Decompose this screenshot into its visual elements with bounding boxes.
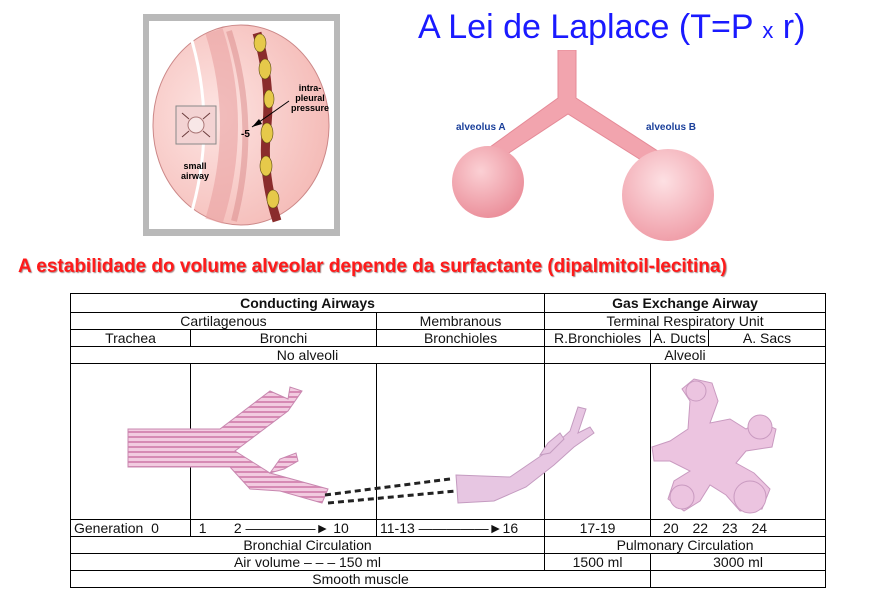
- table-row: Bronchial Circulation Pulmonary Circulat…: [69, 536, 827, 554]
- r-bronchioles-cell: R.Bronchioles: [544, 329, 652, 347]
- cartilagenous-cell: Cartilagenous: [70, 312, 377, 330]
- pleural-pressure-illustration: intra- pleural pressure -5 small airway: [143, 14, 340, 236]
- table-row: Cartilagenous Membranous Terminal Respir…: [70, 312, 827, 330]
- generation-r-bronchioles-cell: 17-19: [544, 519, 652, 537]
- airway-classification-table: Conducting Airways Gas Exchange Airway C…: [69, 293, 827, 588]
- table-row: Smooth muscle: [69, 570, 827, 588]
- membranous-cell: Membranous: [375, 312, 546, 330]
- table-row: Conducting Airways Gas Exchange Airway: [69, 293, 827, 313]
- table-row: No alveoli Alveoli: [69, 346, 827, 364]
- alveolus-a-shape: [452, 146, 524, 218]
- bronchial-circulation-cell: Bronchial Circulation: [69, 536, 546, 554]
- a-ducts-cell: A. Ducts: [650, 329, 710, 347]
- header-conducting: Conducting Airways: [69, 293, 546, 313]
- table-row: Trachea Bronchi Bronchioles R.Bronchiole…: [70, 329, 827, 347]
- dashed-connector-lower: [327, 489, 457, 505]
- alveoli-cell: Alveoli: [544, 346, 827, 364]
- alveolus-a-label: alveolus A: [456, 122, 506, 133]
- pulmonary-circulation-cell: Pulmonary Circulation: [544, 536, 827, 554]
- table-row: Air volume – – – 150 ml 1500 ml 3000 ml: [69, 553, 827, 571]
- air-volume-cell: Air volume – – – 150 ml: [69, 553, 546, 571]
- bronchioles-cell: Bronchioles: [375, 329, 546, 347]
- pressure-value: -5: [241, 129, 250, 140]
- intrapleural-pressure-label: intra- pleural pressure: [291, 83, 330, 113]
- bronchi-cell: Bronchi: [190, 329, 377, 347]
- airway-table: Conducting Airways Gas Exchange Airway C…: [69, 293, 827, 599]
- laplace-alveoli-diagram: alveolus A alveolus B: [440, 49, 730, 245]
- bronchiole-branch: [455, 406, 595, 504]
- page-title: A Lei de Laplace (T=P x r): [418, 8, 806, 46]
- alveoli-svg: [452, 49, 714, 241]
- trachea-cell: Trachea: [70, 329, 191, 347]
- table-row: Generation 0 1 2 —————► 10 11-13 —————►1…: [70, 519, 827, 537]
- subtitle: A estabilidade do volume alveolar depend…: [18, 256, 727, 277]
- pleural-illustration-svg: [152, 24, 330, 226]
- alveolus-b-shape: [622, 149, 714, 241]
- alveolus-b-label: alveolus B: [646, 122, 697, 133]
- dashed-connector-upper: [324, 477, 451, 497]
- alveolar-sacs: [651, 378, 777, 514]
- trachea-bronchi-tree: [127, 386, 329, 504]
- volume-1500-cell: 1500 ml: [544, 553, 652, 571]
- generation-label-cell: Generation 0: [70, 519, 191, 537]
- no-alveoli-cell: No alveoli: [69, 346, 546, 364]
- smooth-muscle-cell: Smooth muscle: [69, 570, 652, 588]
- header-gas-exchange: Gas Exchange Airway: [544, 293, 827, 313]
- airway-tree-svg: [127, 378, 777, 514]
- small-airway-label: small airway: [181, 161, 210, 181]
- terminal-unit-cell: Terminal Respiratory Unit: [544, 312, 827, 330]
- empty-cell: [650, 570, 827, 588]
- a-sacs-cell: A. Sacs: [708, 329, 827, 347]
- volume-3000-cell: 3000 ml: [650, 553, 827, 571]
